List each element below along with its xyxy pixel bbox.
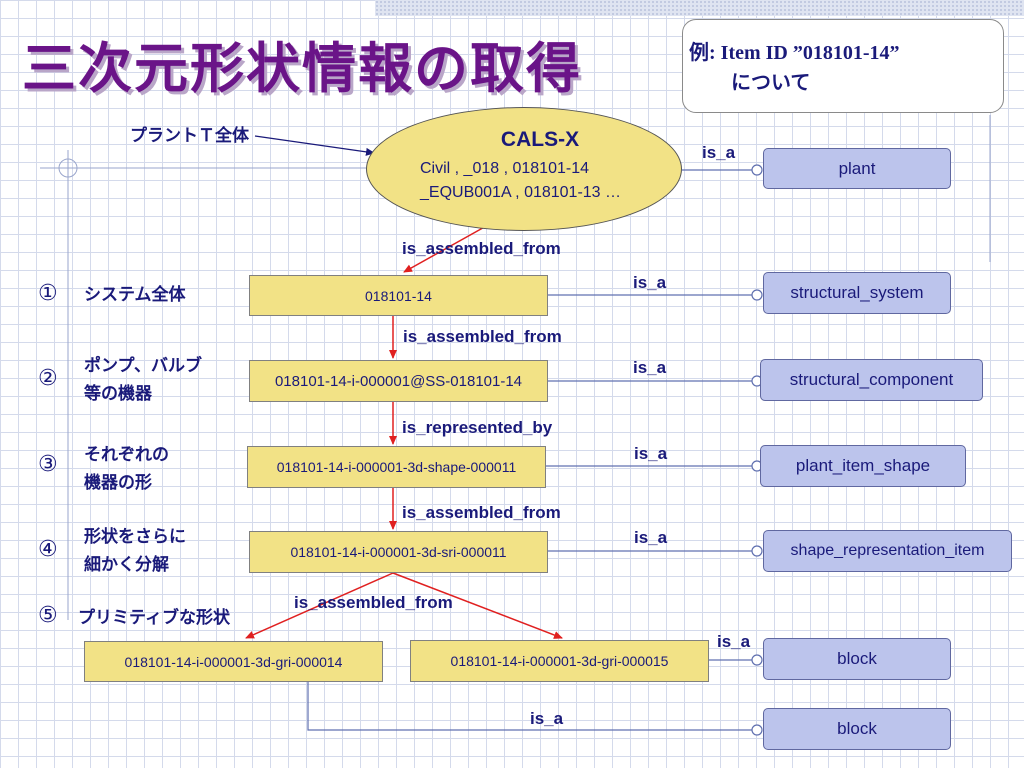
level-5-number: ⑤	[38, 603, 58, 628]
level-2-number: ②	[38, 366, 58, 391]
level-3-label-line-2: 機器の形	[84, 473, 152, 493]
cals-x-line-2: _EQUB001A , 018101-13 …	[420, 184, 622, 201]
node-gri-15: 018101-14-i-000001-3d-gri-000015	[410, 640, 709, 682]
level-4-label-line-1: 形状をさらに	[84, 527, 186, 547]
class-block-2: block	[763, 708, 951, 750]
callout-line-1: 例: Item ID ”018101-14”	[689, 42, 900, 64]
level-2-label-line-1: ポンプ、バルブ	[84, 356, 202, 376]
class-structural-system: structural_system	[763, 272, 951, 314]
example-callout: 例: Item ID ”018101-14” について	[682, 19, 1004, 113]
rel-label-1: is_assembled_from	[402, 239, 561, 258]
level-1-number: ①	[38, 281, 58, 306]
isa-label-5b: is_a	[717, 632, 751, 651]
plant-whole-label: プラントＴ全体	[130, 126, 249, 146]
level-3-number: ③	[38, 452, 58, 477]
level-1-label: システム全体	[84, 285, 186, 305]
node-shape: 018101-14-i-000001-3d-shape-000011	[247, 446, 546, 488]
node-gri-14: 018101-14-i-000001-3d-gri-000014	[84, 641, 383, 682]
isa-label-2: is_a	[633, 358, 667, 377]
node-system: 018101-14	[249, 275, 548, 316]
page-title: 三次元形状情報の取得	[22, 37, 582, 100]
header-pattern-band	[375, 0, 1024, 16]
level-5-label: プリミティブな形状	[78, 608, 230, 628]
cals-x-line-1: Civil , _018 , 018101-14	[420, 160, 589, 177]
level-3-label-line-1: それぞれの	[84, 445, 169, 465]
plant-label-arrow	[254, 135, 375, 156]
guide-lines	[40, 115, 991, 620]
class-plant: plant	[763, 148, 951, 189]
isa-label-3: is_a	[634, 444, 668, 463]
rel-label-4: is_assembled_from	[402, 503, 561, 522]
rel-label-3: is_represented_by	[402, 418, 553, 437]
class-block-1: block	[763, 638, 951, 680]
isa-label-5a: is_a	[530, 709, 564, 728]
cals-x-ellipse	[366, 107, 682, 231]
isa-label-1: is_a	[633, 273, 667, 292]
node-sri: 018101-14-i-000001-3d-sri-000011	[249, 531, 548, 573]
callout-line-2: について	[731, 72, 811, 94]
class-shape-representation-item: shape_representation_item	[763, 530, 1012, 572]
cals-x-title: CALS-X	[500, 128, 580, 151]
class-plant-item-shape: plant_item_shape	[760, 445, 966, 487]
level-4-label-line-2: 細かく分解	[84, 555, 169, 575]
level-2-label-line-2: 等の機器	[84, 384, 152, 404]
node-component: 018101-14-i-000001@SS-018101-14	[249, 360, 548, 402]
level-4-number: ④	[38, 537, 58, 562]
rel-label-2: is_assembled_from	[403, 327, 562, 346]
class-structural-component: structural_component	[760, 359, 983, 401]
rel-label-5: is_assembled_from	[294, 593, 453, 612]
isa-line-5a	[307, 682, 757, 731]
isa-label-4: is_a	[634, 528, 668, 547]
isa-label-0: is_a	[702, 143, 736, 162]
arrow-n4-to-n5a	[245, 572, 394, 639]
arrow-n4-to-n5b	[392, 572, 563, 639]
